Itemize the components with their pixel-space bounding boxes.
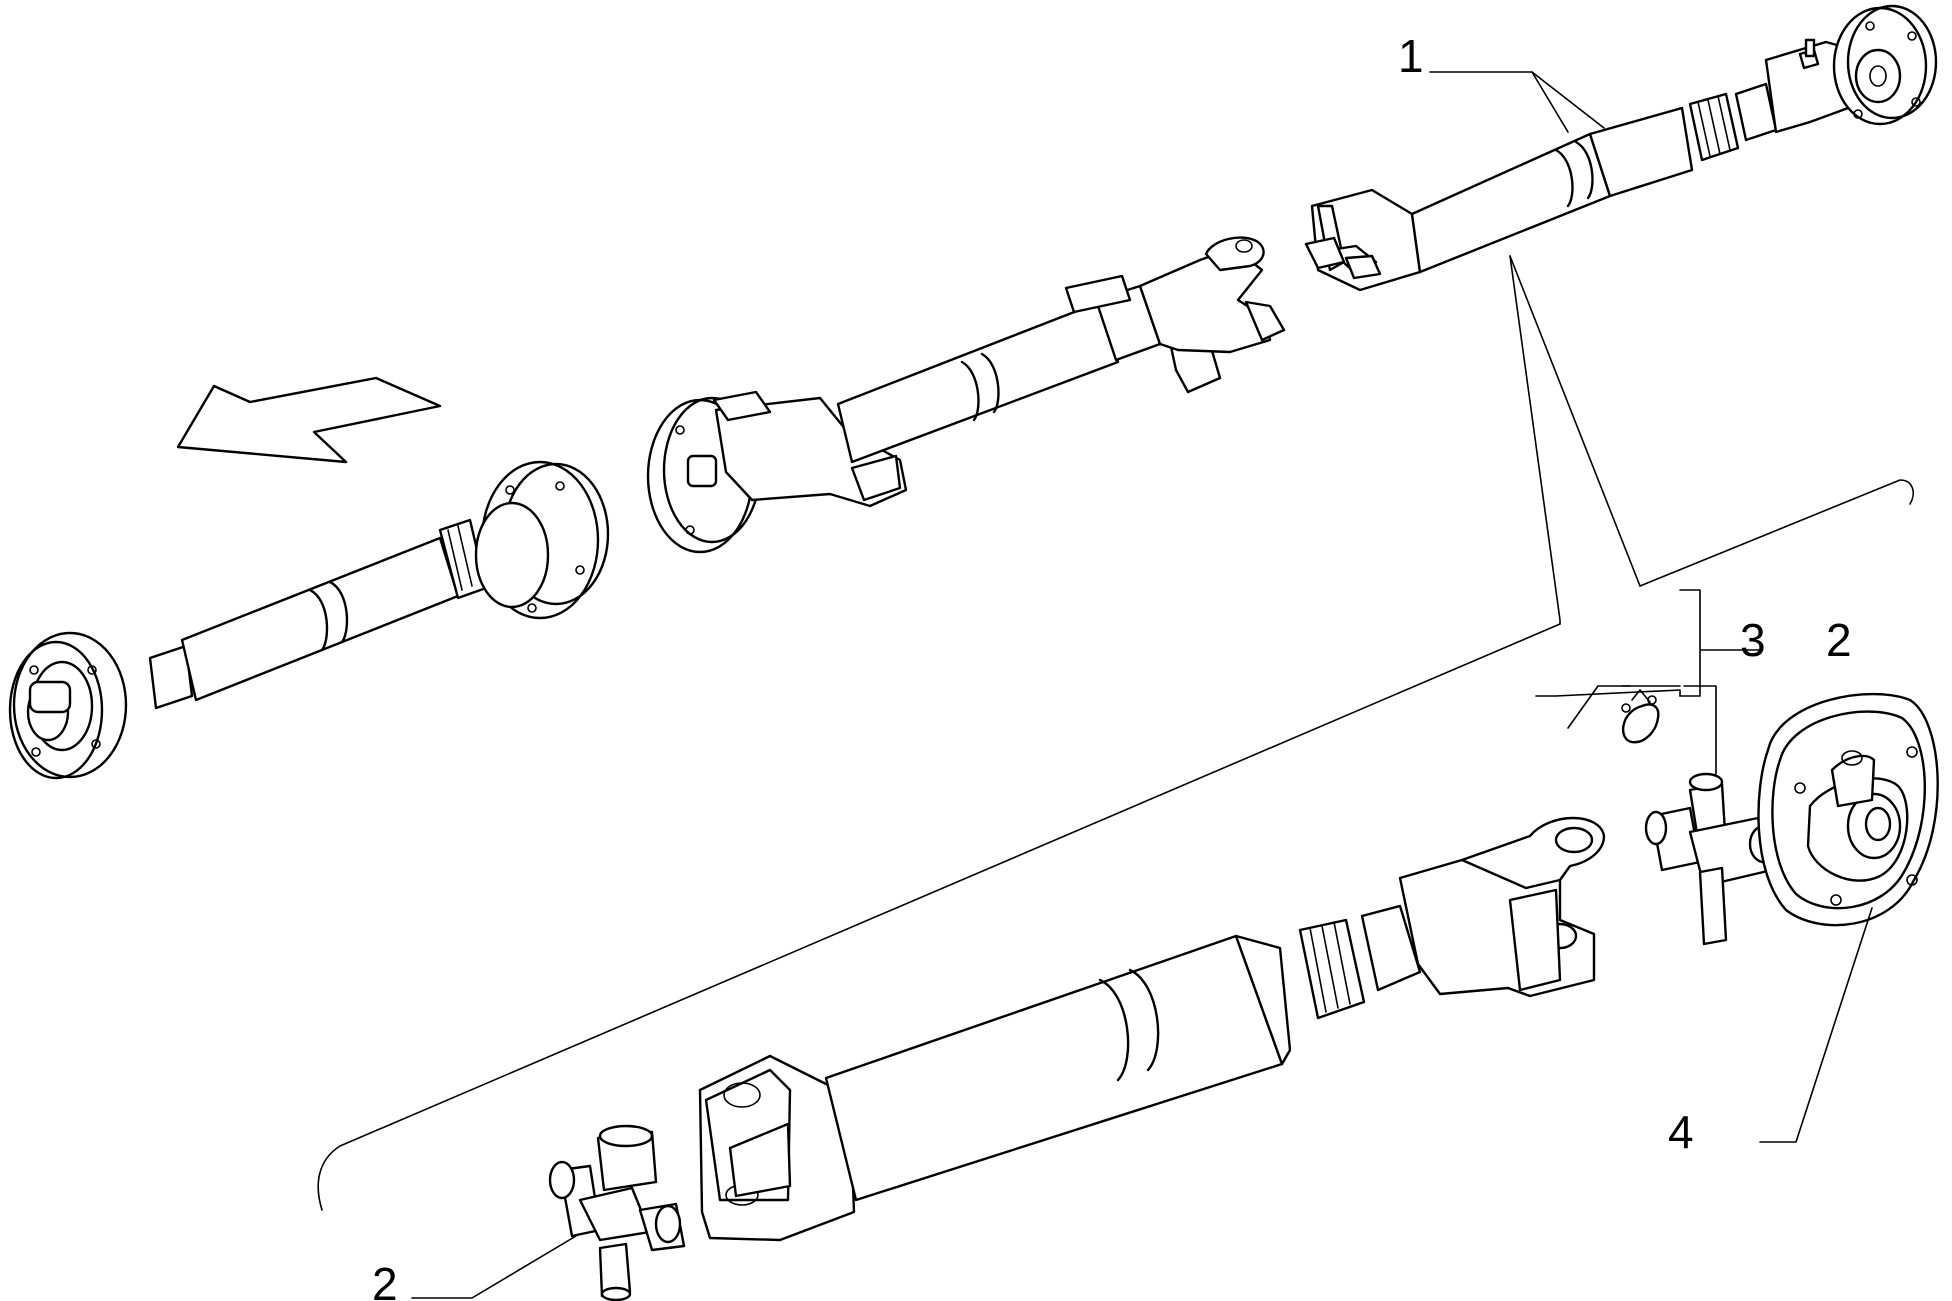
callout-2-upper: 2 [1826,614,1852,666]
detail-shaft-assembly [698,816,1606,1242]
intermediate-shaft-section [646,236,1286,554]
callout-3: 3 [1740,614,1766,666]
front-shaft-section [8,460,610,780]
callout-4: 4 [1668,1106,1694,1158]
universal-joint-cross-upper [1644,772,1780,946]
circlip-icon [1621,689,1660,744]
callout-leaders [411,71,1873,1299]
callout-labels: 1 2 3 4 2 [372,30,1852,1301]
universal-joint-cross-lower [548,1124,686,1301]
callout-2-lower: 2 [372,1258,398,1301]
direction-arrow-icon [176,376,442,464]
flexible-coupling-disc [1757,692,1939,927]
rear-shaft-section [1304,4,1938,292]
callout-1: 1 [1398,30,1424,82]
detail-frame [317,255,1914,1211]
